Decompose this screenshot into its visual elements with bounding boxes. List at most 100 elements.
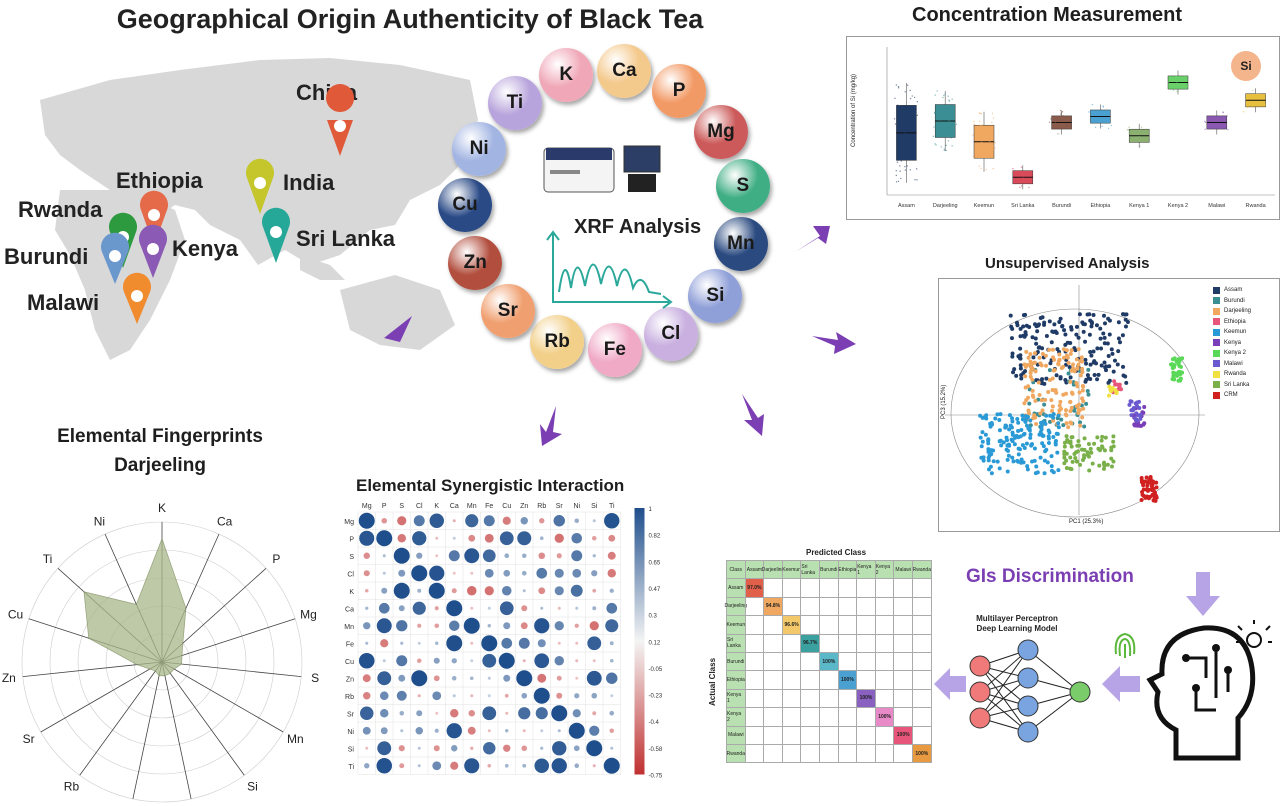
pca-point xyxy=(1047,378,1052,383)
matrix-cell xyxy=(912,707,932,727)
matrix-diagonal-cell: 97.0% xyxy=(744,578,765,598)
pca-point xyxy=(1116,320,1121,325)
radar-chart: KCaPMgSMnSiClFeRbSrZnCuTiNi xyxy=(2,501,319,803)
matrix-col-header: Kenya 2 xyxy=(874,560,895,580)
pca-point xyxy=(1089,353,1094,358)
pca-point xyxy=(1028,374,1033,379)
corr-cell xyxy=(534,618,550,634)
corr-cell xyxy=(503,744,511,752)
pca-point xyxy=(1066,360,1071,365)
pca-legend-swatch xyxy=(1213,360,1220,368)
corr-cell xyxy=(534,653,550,669)
matrix-cell xyxy=(744,725,765,745)
pca-point xyxy=(1098,326,1103,331)
matrix-cell xyxy=(800,670,820,690)
pca-legend-swatch xyxy=(1213,307,1220,315)
pca-point xyxy=(1120,333,1125,338)
pca-point xyxy=(1101,331,1106,336)
matrix-cell xyxy=(912,652,932,672)
matrix-cell xyxy=(874,688,895,709)
matrix-cell xyxy=(744,615,765,635)
matrix-cell xyxy=(819,615,839,635)
pca-point xyxy=(1086,392,1091,397)
matrix-diagonal-cell: 100% xyxy=(912,744,932,764)
corr-row-label: Rb xyxy=(345,694,354,701)
category-label: Rwanda xyxy=(1246,203,1267,209)
element-sphere-fe: Fe xyxy=(587,322,642,377)
corr-cell xyxy=(498,652,515,669)
pca-point xyxy=(1019,376,1024,381)
corr-cell xyxy=(380,727,388,735)
pca-point xyxy=(1014,320,1019,325)
corr-cell xyxy=(502,516,511,525)
matrix-cell xyxy=(837,688,858,709)
corr-cell xyxy=(586,670,602,686)
category-label: Burundi xyxy=(1052,203,1071,209)
pca-point xyxy=(1004,435,1009,440)
pca-point xyxy=(1091,349,1096,354)
corr-cell xyxy=(575,676,579,680)
pca-point xyxy=(1062,449,1067,454)
matrix-actual-label: Actual Class xyxy=(708,657,717,706)
pca-point xyxy=(1088,350,1093,355)
pca-point xyxy=(1096,372,1101,377)
pin-icon-kenya xyxy=(139,224,167,278)
pca-point xyxy=(1076,439,1081,444)
corr-cell xyxy=(416,552,423,559)
pca-point xyxy=(997,417,1002,422)
pca-point xyxy=(1010,419,1015,424)
corr-scale-tick: 0.3 xyxy=(649,614,658,620)
pca-point xyxy=(1178,372,1183,377)
corr-cell xyxy=(501,637,513,649)
pca-point xyxy=(1068,375,1073,380)
pca-point xyxy=(1054,330,1059,335)
corr-cell xyxy=(381,517,388,524)
pca-point xyxy=(1142,421,1147,426)
pca-point xyxy=(1025,395,1030,400)
pca-point xyxy=(1110,351,1115,356)
pca-point xyxy=(1048,413,1053,418)
matrix-cell xyxy=(837,633,858,653)
synergy-title: Elemental Synergistic Interaction xyxy=(356,476,625,495)
matrix-cell xyxy=(781,652,802,672)
corr-cell xyxy=(539,518,545,524)
pca-point xyxy=(1170,362,1174,367)
corr-cell xyxy=(554,656,564,666)
corr-cell xyxy=(417,623,422,628)
radar-axis-label: P xyxy=(272,552,280,566)
corr-row-label: Mn xyxy=(344,624,354,631)
pca-point xyxy=(1062,328,1067,333)
corr-col-label: Mg xyxy=(362,503,372,510)
category-label: Assam xyxy=(898,203,915,209)
pca-point xyxy=(1051,329,1056,334)
pca-point xyxy=(1076,335,1081,340)
pca-point xyxy=(1076,411,1081,416)
pca-legend-swatch xyxy=(1213,381,1220,389)
pca-point xyxy=(1099,363,1104,368)
pca-point xyxy=(1021,324,1026,329)
corr-cell xyxy=(432,761,442,771)
pca-point xyxy=(1089,324,1094,329)
pca-point xyxy=(1078,423,1083,428)
pca-point xyxy=(1032,351,1037,356)
pca-point xyxy=(1068,420,1073,425)
matrix-cell xyxy=(744,652,765,672)
corr-cell xyxy=(433,745,440,752)
pca-point xyxy=(1075,443,1080,448)
corr-cell xyxy=(448,550,460,562)
matrix-cell xyxy=(763,725,783,745)
pca-point xyxy=(1111,434,1116,439)
pca-point xyxy=(1072,369,1077,374)
category-label: Ethiopia xyxy=(1090,203,1111,209)
pca-point xyxy=(981,458,986,463)
pca-point xyxy=(1043,449,1048,454)
pca-point xyxy=(1076,347,1081,352)
corr-cell xyxy=(450,709,459,718)
corr-cell xyxy=(463,617,480,634)
pca-point xyxy=(1056,421,1061,426)
corr-cell xyxy=(417,694,421,698)
pca-point xyxy=(1044,376,1049,381)
matrix-row-header: Assam xyxy=(726,578,746,598)
matrix-cell xyxy=(744,707,765,727)
